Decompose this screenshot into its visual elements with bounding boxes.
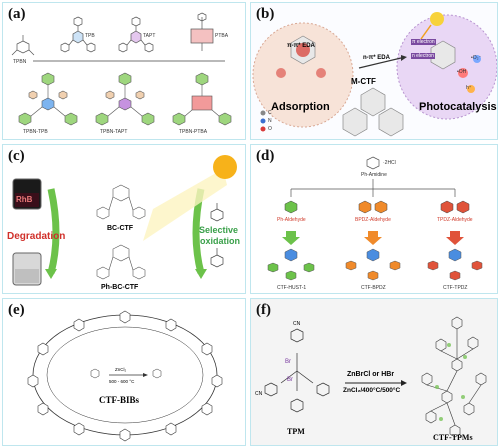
ph-bc-ctf-label: Ph-BC-CTF — [101, 284, 139, 291]
selective-label: Selective — [199, 225, 239, 235]
adsorption-label: Adsorption — [271, 101, 330, 113]
panel-e-structure — [27, 310, 223, 442]
cn-label-top: CN — [293, 321, 301, 327]
ph-amidine-label: Ph-Amidine — [361, 172, 387, 178]
radical-oh: •OH — [457, 69, 467, 75]
ptba-label: PTBA — [215, 33, 229, 39]
panel-b-label: (b) — [256, 6, 275, 22]
panel-b-illustration — [252, 12, 497, 137]
conditions-label: ZnCl₂/400°C/500°C — [343, 387, 401, 394]
tpb-label: TPB — [85, 33, 95, 39]
panel-a-scheme — [11, 12, 232, 126]
ctf-tpdz-label: CTF-TPDZ — [443, 285, 468, 291]
legend-o: O — [268, 126, 272, 132]
panel-a: (a) — [2, 2, 246, 140]
bpdz-aldehyde-label: BPDZ-Aldehyde — [355, 217, 391, 223]
photocatalysis-label: Photocatalysis — [419, 101, 497, 113]
oxidation-label: oxidation — [200, 236, 240, 246]
bc-ctf-label: BC-CTF — [107, 225, 134, 232]
tpbn-tpb-label: TPBN-TPB — [23, 129, 48, 135]
ctf-tpms-label: CTF-TPMs — [433, 433, 473, 442]
reagent-label: ZnBrCl or HBr — [347, 371, 395, 378]
legend-c: C — [268, 110, 272, 116]
tapt-label: TAPT — [143, 33, 156, 39]
ctf-hust-1-label: CTF-HUST-1 — [277, 285, 307, 291]
panel-e: (e) ZnCl₂ 500 - 600 °C CTF — [2, 298, 246, 446]
ctf-bpdz-label: CTF-BPDZ — [361, 285, 386, 291]
n-pi-eda-label: n-π* EDA — [363, 55, 390, 61]
pi-pi-eda-label: π-π* EDA — [287, 43, 315, 49]
degradation-label: Degradation — [7, 231, 66, 242]
zncl2-label: ZnCl₂ — [115, 367, 127, 372]
tpbn-label: TPBN — [13, 59, 27, 65]
temperature-label: 500 - 600 °C — [109, 379, 135, 384]
panel-f-scheme — [264, 316, 487, 438]
panel-b: (b) π-π* EDA n-π* EDA π electron n elect… — [250, 2, 498, 140]
tpm-label: TPM — [287, 427, 305, 436]
panel-c-illustration — [12, 155, 237, 286]
tpbn-tpb-framework — [18, 72, 78, 126]
tpbn-ptba-label: TPBN-PTBA — [179, 129, 208, 135]
ph-aldehyde-label: Ph-Aldehyde — [277, 217, 306, 223]
radical-o2: •O₂⁻ — [471, 55, 482, 61]
panel-d-label: (d) — [256, 148, 275, 164]
panel-d-scheme — [267, 156, 483, 281]
tapt-monomer — [118, 16, 154, 53]
hcl-label: ·2HCl — [383, 160, 396, 166]
radical-h: h⁺ — [466, 85, 472, 91]
panel-f: (f) — [250, 298, 498, 446]
panel-d: (d) — [250, 144, 498, 294]
panel-f-label: (f) — [256, 302, 271, 318]
ptba-monomer — [190, 12, 214, 51]
panel-e-label: (e) — [8, 302, 25, 318]
tpb-monomer — [60, 16, 96, 53]
tpbn-tapt-framework — [95, 72, 155, 126]
panel-c: (c) RhB Degra — [2, 144, 246, 294]
tpbn-tapt-label: TPBN-TAPT — [100, 129, 128, 135]
br-label-1: Br — [285, 359, 291, 365]
legend-n: N — [268, 118, 272, 124]
n-electron-label: n electron — [411, 53, 435, 59]
tpbn-monomer — [11, 35, 35, 56]
tpdz-aldehyde-label: TPDZ-Aldehyde — [437, 217, 473, 223]
panel-a-label: (a) — [8, 6, 26, 22]
pi-electron-label: π electron — [411, 39, 436, 45]
rhb-label: RhB — [16, 195, 33, 204]
m-ctf-label: M-CTF — [351, 77, 376, 86]
ctf-bibs-label: CTF-BIBs — [99, 395, 140, 405]
br-label-2: Br — [287, 377, 293, 383]
cn-label-left: CN — [255, 391, 263, 397]
tpbn-ptba-framework — [172, 72, 232, 126]
panel-c-label: (c) — [8, 148, 25, 164]
